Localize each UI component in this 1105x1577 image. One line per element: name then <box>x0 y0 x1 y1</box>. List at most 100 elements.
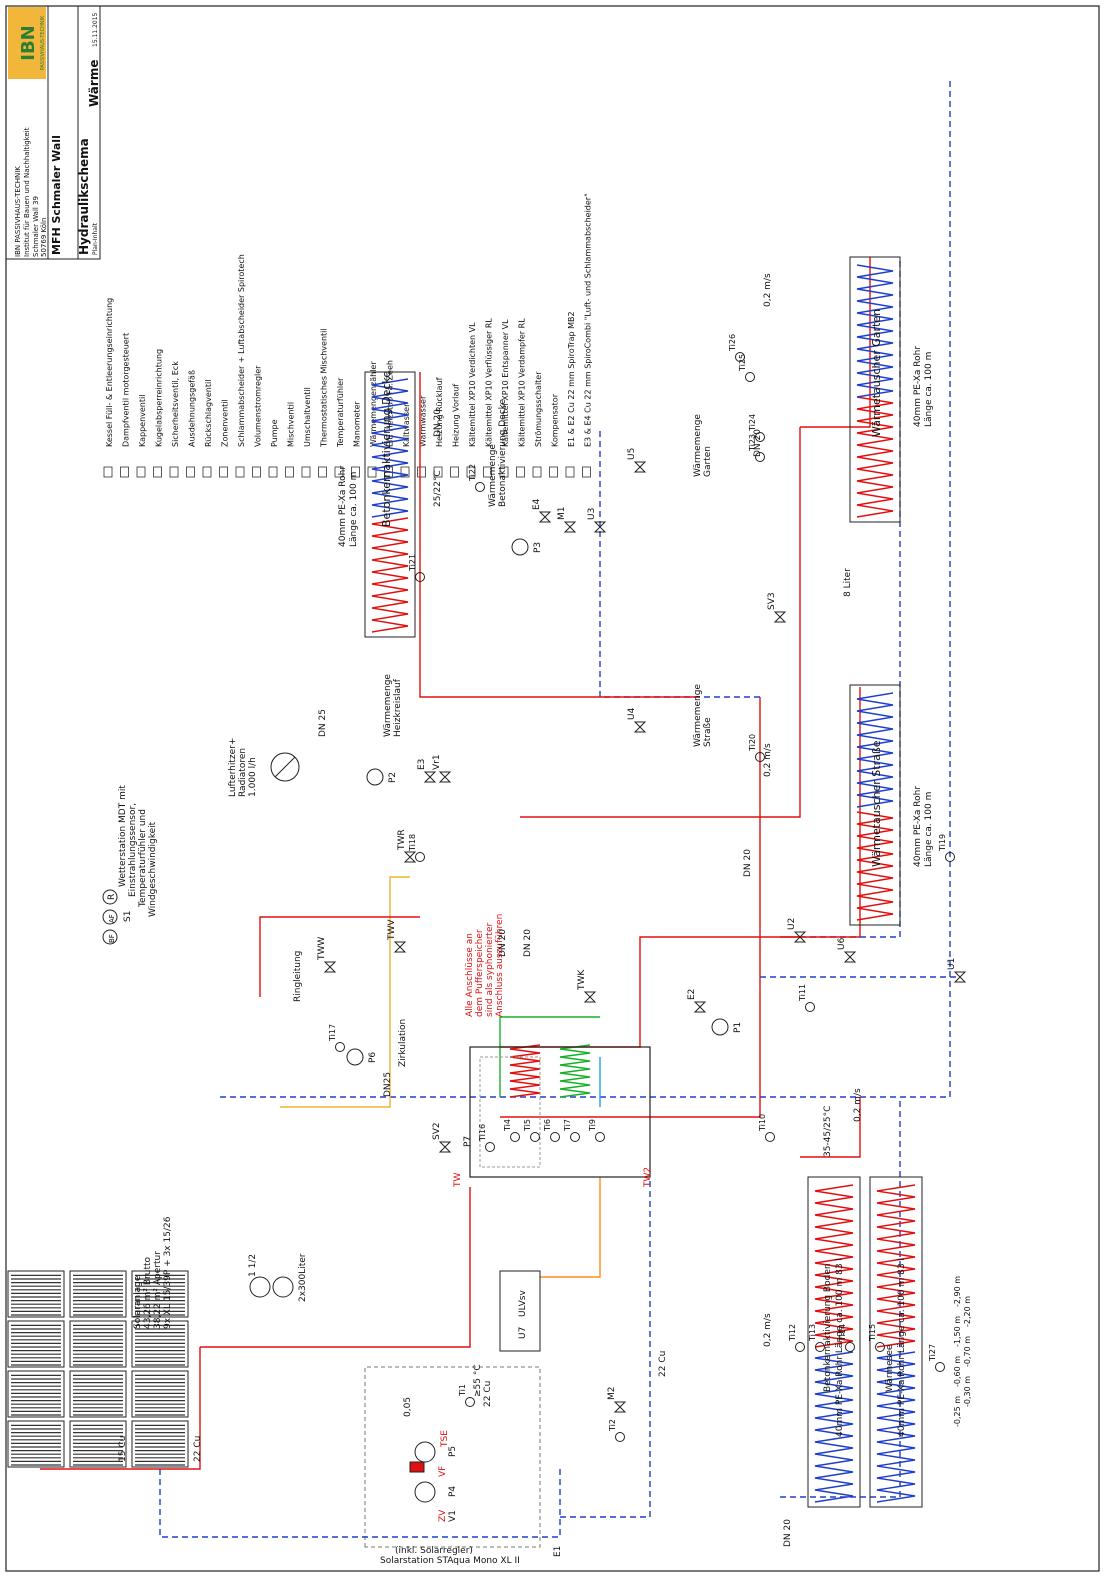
pipe-label-22cu-c: 22 Cu <box>658 1351 668 1377</box>
company-line-3: Schmaler Wall 39 <box>32 196 40 257</box>
pipe-label-22cu-a: 22 Cu <box>193 1436 203 1462</box>
collector-panel <box>7 1420 65 1468</box>
zone-decke-pipe: 40mm PE-Xa Rohr <box>338 466 348 547</box>
sensor-ti13-icon <box>815 1342 825 1352</box>
valve-m2-label: M2 <box>607 1387 617 1401</box>
zone-decke-temp: 25/22°C <box>433 470 443 507</box>
pump-p1-icon <box>711 1018 729 1036</box>
pipe-solar-to-tank <box>200 1187 471 1348</box>
collector-panel <box>131 1370 189 1418</box>
collector-panel <box>7 1320 65 1368</box>
tank-p7-label: P7 <box>463 1136 473 1147</box>
pump-p5-icon <box>414 1441 436 1463</box>
drawing-date: 15.11.2015 <box>92 12 99 47</box>
legend-item-6: Rückschlagventil <box>204 380 213 447</box>
pipe-label-22cu-b: 22 Cu <box>483 1381 493 1407</box>
tank-coil-dhw <box>559 1044 591 1098</box>
coil-garten-rl <box>856 264 894 398</box>
sensor-ti16-label: Ti16 <box>478 1124 487 1142</box>
valve-twv-icon <box>393 941 407 953</box>
company-line-4: 50769 Köln <box>40 218 48 257</box>
zone-garten-meter-2: Garten <box>703 446 713 477</box>
pump-p6-label: P6 <box>368 1052 378 1063</box>
heat-pump-u7: U7 ULVsv <box>499 1270 541 1352</box>
ringleitung-label: Ringleitung <box>293 951 303 1002</box>
tank-tw2-label: TW2 <box>643 1167 653 1188</box>
sensor-ti12-icon <box>795 1342 805 1352</box>
pipe-garten-vl <box>800 257 871 428</box>
legend-item-1: Dampfventil motorgesteuert <box>122 333 131 447</box>
sensor-ti17-label: Ti17 <box>328 1024 337 1042</box>
zone-boden: Betonkernaktivierung Boden 40mm PE-Xa Ro… <box>807 1176 861 1508</box>
zone-waermesee-name: Wärmesee <box>885 1344 895 1392</box>
heizkreis-meter-1: Wärmemenge <box>383 674 393 737</box>
legend-symbol-10 <box>268 466 278 478</box>
valve-u5-label: U5 <box>627 448 637 460</box>
legend-symbol-29 <box>582 466 591 478</box>
valve-v1-label: V1 <box>448 1510 458 1522</box>
collector-panel <box>7 1370 65 1418</box>
legend-symbol-27 <box>549 466 558 478</box>
valve-u3-icon <box>593 521 607 533</box>
collector-panel <box>131 1420 189 1468</box>
zone-strasse-meter-2: Straße <box>703 717 713 747</box>
sensor-ti7-icon <box>570 1132 580 1142</box>
flowmeter-vf-icon <box>409 1461 425 1473</box>
sensor-ti15-label: Ti15 <box>868 1324 877 1342</box>
legend-item-4: Sicherheitsventil, Eck <box>171 361 180 447</box>
legend-symbol-7 <box>219 466 228 478</box>
legend-item-2: Kappenventil <box>138 395 147 447</box>
zone-strasse-name: Wärmetauscher Straße <box>870 740 883 867</box>
title-block: IBN PASSIVHAUS-TECHNIK MFH Schmaler Wall… <box>5 5 101 260</box>
pipe-label-dn20-d: DN 20 <box>753 429 763 457</box>
solar-station-text-2: (inkl. Solarregler) <box>395 1546 473 1556</box>
sensor-ti11-icon <box>805 1002 815 1012</box>
pump-p3-icon <box>511 538 529 556</box>
legend-symbol-23 <box>483 466 492 478</box>
valve-u2-icon <box>793 931 807 943</box>
valve-twv-label: TWV <box>387 919 397 941</box>
collector-panel <box>131 1270 189 1318</box>
zone-boden-pipe: 40mm PE-Xa Rohr Länge ca. 100 m 83 l <box>835 1258 845 1437</box>
pipe-main-return <box>220 77 951 1098</box>
coil-strasse-rl <box>856 692 894 808</box>
sensor-ti20-label: Ti20 <box>748 734 757 752</box>
flow-label-1: 0,2 m/s <box>763 273 773 307</box>
company-line-2: Institut für Bauen und Nachhaltigkeit <box>23 127 31 257</box>
heat-pump-model: ULVsv <box>518 1290 528 1317</box>
pipe-label-dn20-e: DN 20 <box>743 849 753 877</box>
pipe-decke-rl <box>599 427 760 698</box>
sensor-ti20-icon <box>755 752 765 762</box>
zone-garten-name: Wärmetauscher Garten <box>870 309 883 437</box>
legend-item-3: Kugelabsperreinrichtung <box>155 349 164 447</box>
legend-item-9: Volumenstromregler <box>254 365 263 447</box>
collector-panel <box>131 1320 189 1368</box>
sensor-ti24-icon <box>755 432 765 442</box>
valve-twk-label: TWK <box>577 969 587 991</box>
radiator-text-3: 1.000 l/h <box>248 757 258 797</box>
zirkulation-label: Zirkulation <box>398 1019 408 1067</box>
legend-symbol-16 <box>367 466 377 478</box>
sensor-ti1-icon <box>465 1397 475 1407</box>
drawing-title: Hydraulikschema <box>77 138 91 255</box>
legend-symbol-5 <box>186 466 195 478</box>
valve-e4-label: E4 <box>532 498 542 510</box>
legend-item-19: Warmwasser <box>419 395 428 447</box>
sensor-ti2-icon <box>615 1432 625 1442</box>
sensor-ti19-label: Ti19 <box>938 834 947 852</box>
sensor-ti4-label: Ti4 <box>503 1119 512 1132</box>
legend-item-22: Kältemittel XP10 Verdichten VL <box>468 322 477 447</box>
sensor-ti11-label: Ti11 <box>798 984 807 1002</box>
valve-zv-label: ZV <box>438 1509 448 1522</box>
sensor-ti13-label: Ti13 <box>808 1324 817 1342</box>
valve-u4-label: U4 <box>627 707 637 720</box>
legend-symbol-11 <box>285 466 294 478</box>
sensor-ti18-label: Ti18 <box>408 834 417 852</box>
pipe-decke-vl <box>419 372 700 698</box>
coil-garten-vl <box>856 396 894 518</box>
pipe-label-15cu: 15 Cu <box>118 1436 128 1462</box>
valve-u4-icon <box>633 721 647 733</box>
solar-info-1: Solaranlage <box>133 1275 143 1329</box>
sensor-ti9-icon <box>595 1132 605 1142</box>
